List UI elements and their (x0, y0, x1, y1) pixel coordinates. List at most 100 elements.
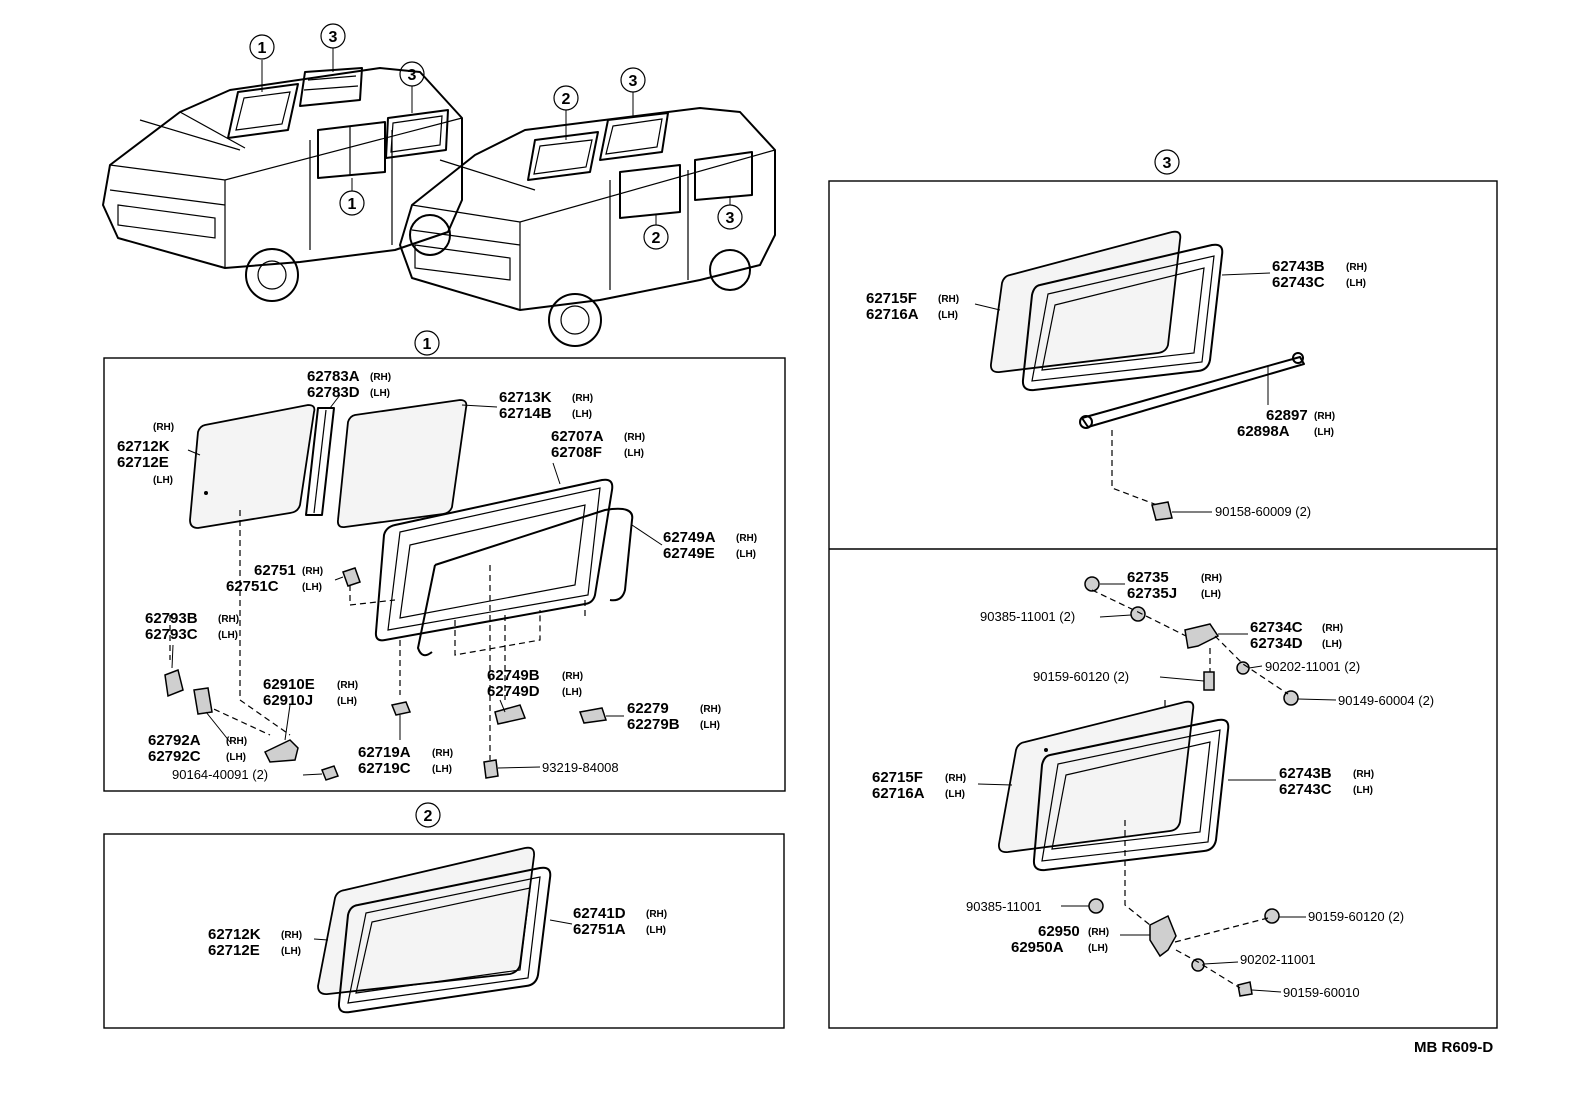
catch-62279 (578, 707, 607, 724)
side-62712E-s2: (LH) (281, 946, 301, 957)
label-62783D: 62783D (307, 384, 360, 401)
label-62743B-top: 62743B (1272, 258, 1325, 275)
washer-90202-2-icon (1236, 661, 1250, 675)
hinge-62734-icon (1184, 623, 1220, 649)
label-62751: 62751 (254, 562, 296, 579)
label-62713K: 62713K (499, 389, 552, 406)
label-90159-60120-2: 90159-60120 (2) (1033, 669, 1129, 684)
van-right-illustration (399, 107, 776, 347)
label-62714B: 62714B (499, 405, 552, 422)
cap-62735-icon (1084, 576, 1100, 592)
label-90202-11001-2: 90202-11001 (2) (1265, 659, 1360, 674)
side-62712K-s2: (RH) (281, 930, 302, 941)
label-93219-84008: 93219-84008 (542, 760, 619, 775)
section-2-frame (103, 833, 785, 1029)
bolt-93219-icon (483, 759, 499, 779)
callout-2-right-side (643, 224, 669, 250)
side-62898A: (LH) (1314, 427, 1334, 438)
section-2-marker-text: 2 (424, 808, 433, 825)
label-62279B: 62279B (627, 716, 680, 733)
latch-62950-icon (1149, 914, 1177, 958)
label-90149-60004-2: 90149-60004 (2) (1338, 693, 1434, 708)
side-62749A: (RH) (736, 533, 757, 544)
side-62712K-top: (RH) (153, 422, 174, 433)
section-3-frame (828, 180, 1498, 1029)
side-62743B-bottom: (RH) (1353, 769, 1374, 780)
side-62749D: (LH) (562, 687, 582, 698)
side-62783D: (LH) (370, 388, 390, 399)
section-1-parts (164, 394, 663, 781)
bolt-90164-icon (321, 765, 339, 781)
label-62749A: 62749A (663, 529, 716, 546)
label-62279: 62279 (627, 700, 669, 717)
side-62792A: (RH) (226, 736, 247, 747)
side-62910J: (LH) (337, 696, 357, 707)
side-62708F: (LH) (624, 448, 644, 459)
van-callouts: 1 3 3 1 2 3 2 3 (249, 23, 743, 250)
callout-3-left-roof (320, 23, 346, 49)
label-62712K-s2: 62712K (208, 926, 261, 943)
label-62716A-bottom: 62716A (872, 785, 925, 802)
label-62743B-bottom: 62743B (1279, 765, 1332, 782)
side-62734C: (RH) (1322, 623, 1343, 634)
section-1-marker-text: 1 (423, 336, 432, 353)
side-62792C: (LH) (226, 752, 246, 763)
side-62719A: (RH) (432, 748, 453, 759)
label-90159-60120-2b: 90159-60120 (2) (1308, 909, 1404, 924)
screw-90159-icon (1237, 981, 1253, 997)
label-62707A: 62707A (551, 428, 604, 445)
label-62749D: 62749D (487, 683, 540, 700)
label-62719C: 62719C (358, 760, 411, 777)
label-62749E: 62749E (663, 545, 715, 562)
label-62910J: 62910J (263, 692, 313, 709)
side-62751A: (LH) (646, 925, 666, 936)
section-3-bottom-parts (977, 576, 1337, 997)
section-2-labels: 62712K (RH) 62712E (LH) 62741D (RH) 6275… (208, 905, 667, 959)
section-1-marker (414, 330, 440, 356)
side-62719C: (LH) (432, 764, 452, 775)
label-62735J: 62735J (1127, 585, 1177, 602)
callout-3-right-roof (620, 67, 646, 93)
latch-62910 (263, 739, 299, 763)
callout-3-left-roof-text: 3 (329, 29, 338, 46)
side-62735J: (LH) (1201, 589, 1221, 600)
side-62707A: (RH) (624, 432, 645, 443)
label-90164-40091: 90164-40091 (2) (172, 767, 268, 782)
section-2-parts (313, 846, 573, 1014)
side-62743C-top: (LH) (1346, 278, 1366, 289)
callout-3-left-side-text: 3 (408, 67, 417, 84)
clip-62751 (342, 567, 361, 587)
diagram-code: MB R609-D (1414, 1039, 1493, 1056)
label-62712E-s2: 62712E (208, 942, 260, 959)
side-62910E: (RH) (337, 680, 358, 691)
label-62792C: 62792C (148, 748, 201, 765)
label-62749B: 62749B (487, 667, 540, 684)
side-62751: (RH) (302, 566, 323, 577)
callout-3-right-side (717, 204, 743, 230)
callout-2-right-side-text: 2 (652, 230, 661, 247)
label-62743C-bottom: 62743C (1279, 781, 1332, 798)
label-62735: 62735 (1127, 569, 1169, 586)
section-1-labels: 62783A (RH) 62783D (LH) 62713K (RH) 6271… (117, 368, 757, 782)
side-62751C: (LH) (302, 582, 322, 593)
label-62910E: 62910E (263, 676, 315, 693)
label-62897: 62897 (1266, 407, 1308, 424)
side-62712E-bottom: (LH) (153, 475, 173, 486)
bushing-90385-icon (1088, 898, 1104, 914)
side-62793C: (LH) (218, 630, 238, 641)
callout-1-left-door-text: 1 (348, 196, 357, 213)
label-62898A: 62898A (1237, 423, 1290, 440)
cover-62793 (164, 668, 184, 698)
callout-3-left-side (399, 61, 425, 87)
label-62708F: 62708F (551, 444, 602, 461)
callout-1-left-top-text: 1 (258, 40, 267, 57)
section-3-top-parts (974, 230, 1305, 521)
washer-90202-icon (1191, 958, 1205, 972)
label-62715F-bottom: 62715F (872, 769, 923, 786)
label-62743C-top: 62743C (1272, 274, 1325, 291)
label-62792A: 62792A (148, 732, 201, 749)
label-62734D: 62734D (1250, 635, 1303, 652)
label-62712K: 62712K (117, 438, 170, 455)
label-90159-60010: 90159-60010 (1283, 985, 1360, 1000)
section-3-bottom-labels: 62735 (RH) 62735J (LH) 90385-11001 (2) 6… (872, 569, 1434, 1000)
